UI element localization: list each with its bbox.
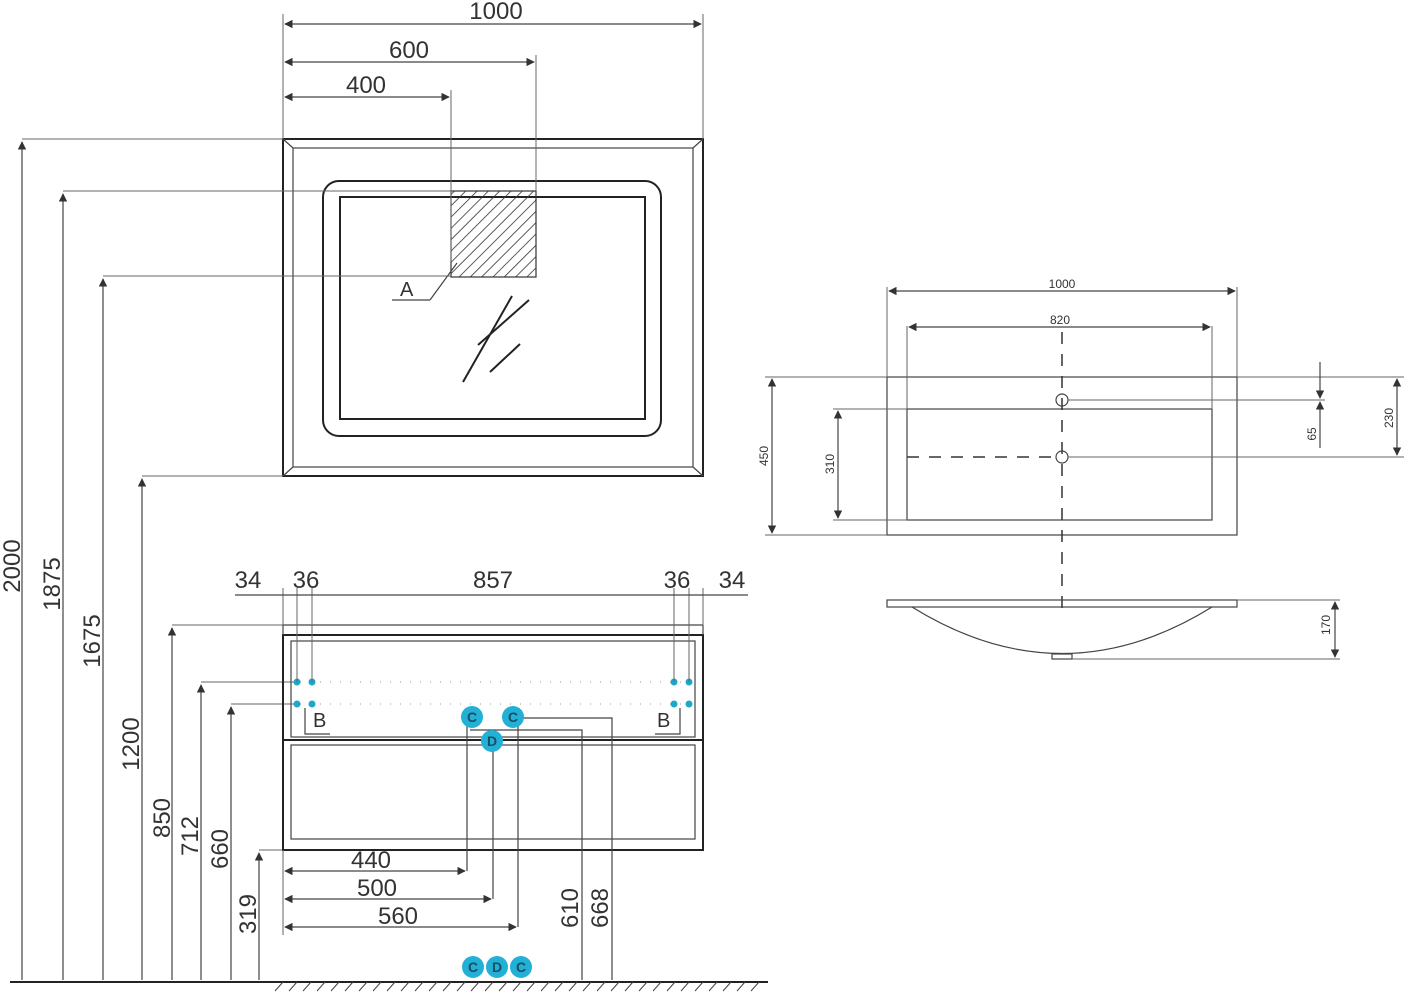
sink-depth-450: 450 (757, 446, 771, 466)
sink-top-view: 1000 820 450 310 65 230 (757, 277, 1404, 610)
offset-668: 668 (587, 888, 614, 928)
label-b-right: B (657, 710, 670, 732)
cabinet: B B (282, 624, 704, 851)
marker-d (481, 730, 503, 752)
mirror-hatched-area (450, 190, 537, 278)
mirror: A (282, 138, 704, 477)
sink-width-820: 820 (1050, 313, 1070, 327)
offset-440: 440 (351, 847, 391, 874)
drawer-top (290, 640, 696, 738)
width-857: 857 (473, 567, 513, 594)
dim-mirror-width: 1000 (469, 0, 522, 25)
sink-width-1000: 1000 (1049, 277, 1076, 291)
height-319: 319 (235, 894, 262, 934)
floor-hatching (274, 981, 760, 992)
height-2000: 2000 (0, 539, 26, 592)
mirror-frame-bevel (292, 147, 694, 468)
height-1675: 1675 (79, 614, 106, 667)
connection-markers: C C D C D C (461, 706, 613, 980)
height-dimensions: 2000 1875 1675 1200 850 712 660 319 (0, 138, 451, 980)
floor-marker-c-right (510, 956, 532, 978)
offset-500: 500 (357, 875, 397, 902)
sink-depth-310: 310 (823, 454, 837, 474)
sink-rim (886, 599, 1238, 608)
height-850: 850 (149, 798, 176, 838)
sink-height-170: 170 (1319, 615, 1333, 635)
offset-610: 610 (557, 888, 584, 928)
width-36-left: 36 (293, 567, 320, 594)
cabinet-width-dimensions: 34 36 857 36 34 (235, 567, 748, 682)
dim-400: 400 (346, 72, 386, 99)
tap-offset-65: 65 (1305, 427, 1319, 441)
glass-reflection-mark (462, 295, 513, 383)
marker-c-right (502, 706, 524, 728)
svg-text:D: D (487, 733, 497, 749)
width-34-right: 34 (719, 567, 746, 594)
svg-text:C: C (516, 959, 526, 975)
height-712: 712 (177, 816, 204, 856)
floor-marker-d (486, 956, 508, 978)
height-660: 660 (207, 829, 234, 869)
height-1200: 1200 (118, 717, 145, 770)
drain-offset-230: 230 (1382, 408, 1396, 428)
width-36-right: 36 (664, 567, 691, 594)
svg-text:C: C (467, 709, 477, 725)
dim-600: 600 (389, 37, 429, 64)
floor-marker-c-left (462, 956, 484, 978)
sink-side-view: 170 (886, 599, 1340, 660)
svg-text:C: C (508, 709, 518, 725)
sink-bowl (906, 408, 1213, 521)
svg-text:C: C (468, 959, 478, 975)
sink-bowl-profile (911, 606, 1213, 654)
floor (10, 981, 768, 992)
offset-560: 560 (378, 903, 418, 930)
mirror-top-dimensions: 1000 600 400 (282, 0, 704, 262)
height-1875: 1875 (39, 557, 66, 610)
mirror-led-frame (322, 180, 662, 437)
label-b-left: B (313, 710, 326, 732)
marker-c-left (461, 706, 483, 728)
detail-label-a: A (400, 279, 414, 301)
svg-text:D: D (492, 959, 502, 975)
bottom-offset-dimensions: 440 500 560 610 668 (282, 847, 614, 935)
width-34-left: 34 (235, 567, 262, 594)
mirror-frame-outer (282, 138, 704, 477)
